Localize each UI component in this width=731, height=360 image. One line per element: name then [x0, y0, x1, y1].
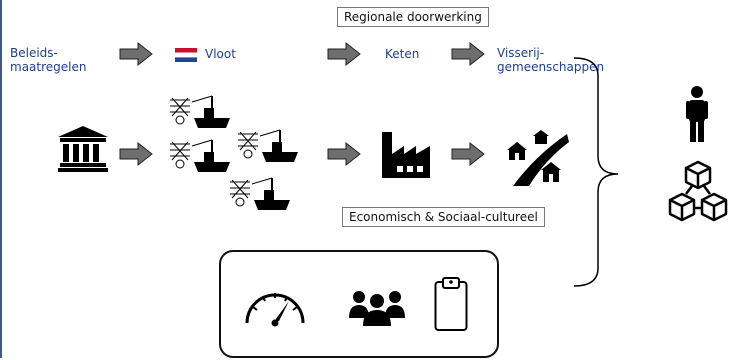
factory-icon [382, 132, 432, 182]
economic-sociocultural-box: Economisch & Sociaal-cultureel [342, 207, 545, 227]
regional-effect-box: Regionale doorwerking [337, 7, 489, 27]
arrow-factory-to-village [451, 141, 485, 167]
bracket [573, 57, 619, 287]
fleet-label: Vloot [205, 47, 236, 61]
cubes-network-icon [668, 160, 728, 232]
fishing-boat-icon [168, 138, 232, 178]
chain-label: Keten [385, 47, 420, 61]
regional-effect-label: Regionale doorwerking [344, 10, 482, 24]
fishing-boat-icon [168, 94, 232, 134]
policy-label: Beleids- maatregelen [10, 46, 87, 74]
government-building-icon [58, 126, 108, 176]
arrow-boats-to-factory [327, 141, 361, 167]
arrow-fleet-to-chain [327, 41, 361, 67]
netherlands-flag-icon [175, 47, 197, 66]
communities-label: Visserij- gemeenschappen [497, 46, 605, 74]
village-road-icon [505, 126, 569, 190]
arrow-policy-to-fleet [119, 41, 153, 67]
clipboard-icon [434, 276, 468, 336]
fishing-boat-icon [236, 128, 300, 168]
arrow-government-to-boats [119, 141, 153, 167]
arrow-chain-to-communities [451, 41, 485, 67]
people-group-icon [349, 288, 405, 332]
fishing-boat-icon [228, 176, 292, 216]
person-icon [686, 86, 708, 146]
economic-sociocultural-label: Economisch & Sociaal-cultureel [349, 210, 538, 224]
gauge-icon [243, 283, 307, 331]
